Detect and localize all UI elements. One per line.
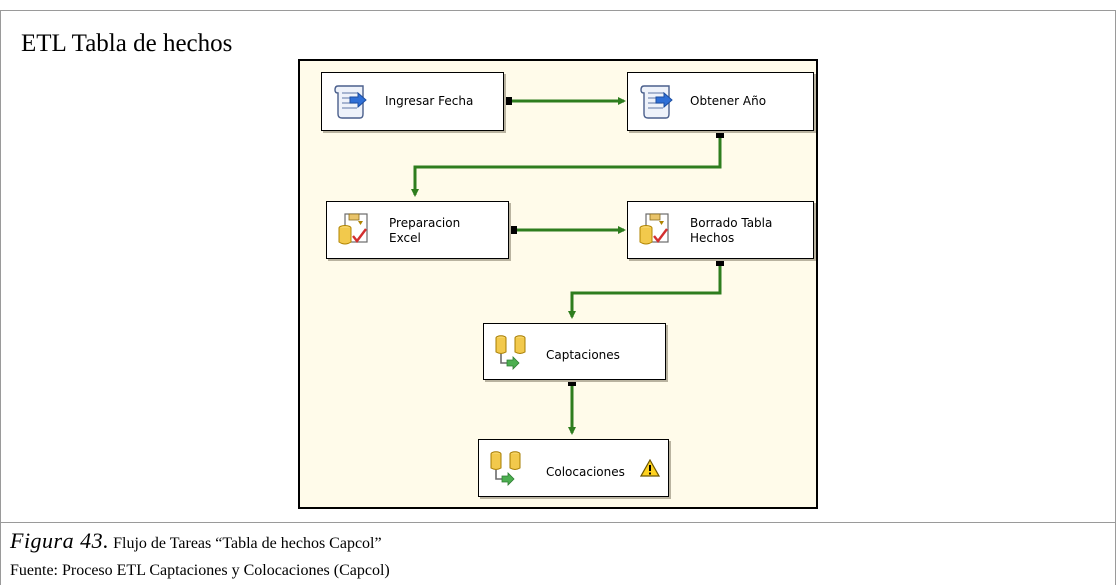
figure-source: Fuente: Proceso ETL Captaciones y Coloca… (10, 562, 390, 579)
task-borrado-tabla-hechos[interactable]: Borrado Tabla Hechos (627, 201, 814, 259)
task-label: Ingresar Fecha (385, 94, 474, 108)
task-label: Borrado Tabla Hechos (690, 216, 773, 245)
warning-icon[interactable] (640, 459, 660, 477)
task-obtener-anio[interactable]: Obtener Año (627, 72, 814, 131)
constraint-preparacion-to-borrado[interactable] (509, 226, 626, 234)
task-preparacion-excel[interactable]: Preparacion Excel (326, 201, 509, 259)
script-task-icon (640, 85, 673, 119)
task-label: Colocaciones (546, 465, 625, 479)
caption-divider (0, 522, 1116, 523)
section-title: ETL Tabla de hechos (21, 30, 233, 57)
control-flow-canvas: Ingresar Fecha Obtener Año Preparacion E… (298, 59, 818, 509)
figure-caption-text: Flujo de Tareas “Tabla de hechos Capcol” (109, 535, 382, 552)
task-colocaciones[interactable]: Colocaciones (478, 439, 669, 497)
task-label: Preparacion Excel (389, 216, 461, 245)
top-divider (0, 10, 1116, 11)
data-flow-task-icon (495, 335, 526, 370)
task-label: Captaciones (546, 348, 620, 362)
constraint-obtener-to-preparacion[interactable] (411, 131, 724, 197)
figure-caption: Figura 43. Flujo de Tareas “Tabla de hec… (10, 530, 382, 555)
task-ingresar-fecha[interactable]: Ingresar Fecha (321, 72, 504, 131)
constraint-borrado-to-captaciones[interactable] (568, 259, 724, 319)
constraint-ingresar-to-obtener[interactable] (504, 97, 626, 105)
sql-task-icon (639, 213, 669, 245)
data-flow-task-icon (490, 451, 521, 486)
constraint-captaciones-to-colocaciones[interactable] (568, 380, 576, 435)
figure-number: Figura 43. (10, 528, 110, 553)
precedence-constraints (411, 97, 724, 435)
sql-task-icon (338, 213, 368, 245)
task-captaciones[interactable]: Captaciones (483, 323, 666, 380)
script-task-icon (334, 85, 367, 119)
task-label: Obtener Año (690, 94, 767, 108)
